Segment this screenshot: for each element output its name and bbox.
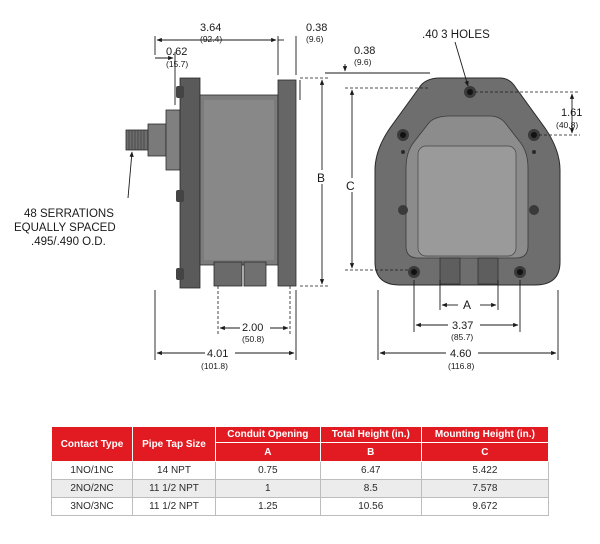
dim-letter-c: C	[346, 179, 355, 193]
col-pipe-tap-size: Pipe Tap Size	[132, 426, 216, 462]
col-mounting-height: Mounting Height (in.)	[420, 426, 550, 443]
dim-4-60: 4.60	[450, 348, 471, 360]
holes-callout: .40 3 HOLES	[422, 29, 490, 41]
cell-total-height: 10.56	[319, 497, 422, 516]
cell-mounting-height: 9.672	[420, 497, 550, 516]
dim-0-38-right: 0.38	[354, 45, 375, 57]
dim-0-62-mm: (15.7)	[166, 59, 188, 69]
col-letter-b: B	[319, 442, 422, 462]
col-conduit-opening: Conduit Opening	[215, 426, 321, 443]
dim-3-64-mm: (92.4)	[200, 34, 222, 44]
table-row: 3NO/3NC 11 1/2 NPT 1.25 10.56 9.672	[51, 497, 550, 516]
side-view	[125, 77, 301, 289]
table-row: 2NO/2NC 11 1/2 NPT 1 8.5 7.578	[51, 479, 550, 498]
cell-contact-type: 1NO/1NC	[51, 461, 133, 480]
cell-conduit: 0.75	[215, 461, 321, 480]
col-letter-c: C	[420, 442, 550, 462]
cell-mounting-height: 5.422	[420, 461, 550, 480]
dim-letter-a: A	[463, 298, 471, 312]
dim-3-37: 3.37	[452, 320, 473, 332]
serrations-line-3: .495/.490 O.D.	[31, 236, 106, 248]
dim-0-38-top: 0.38	[306, 22, 327, 34]
cell-conduit: 1.25	[215, 497, 321, 516]
dim-4-01: 4.01	[207, 348, 228, 360]
cell-total-height: 6.47	[319, 461, 422, 480]
cell-total-height: 8.5	[319, 479, 422, 498]
specifications-table: Contact Type Pipe Tap Size Conduit Openi…	[51, 426, 550, 516]
technical-drawing: 3.64 (92.4) 0.38 (9.6) 0.62 (15.7) 0.38 …	[14, 22, 582, 371]
dim-4-01-mm: (101.8)	[201, 361, 228, 371]
cell-contact-type: 3NO/3NC	[51, 497, 133, 516]
dim-3-64: 3.64	[200, 22, 221, 34]
dim-1-61-mm: (40,8)	[556, 120, 578, 130]
serrations-line-1: 48 SERRATIONS	[24, 208, 114, 220]
cell-pipe-tap: 14 NPT	[132, 461, 216, 480]
dim-0-38-top-mm: (9.6)	[306, 34, 324, 44]
col-letter-a: A	[215, 442, 321, 462]
dim-letter-b: B	[317, 171, 325, 185]
dim-2-00-mm: (50.8)	[242, 334, 264, 344]
dim-0-62: 0.62	[166, 46, 187, 58]
cell-pipe-tap: 11 1/2 NPT	[132, 497, 216, 516]
front-view	[374, 77, 561, 286]
cell-mounting-height: 7.578	[420, 479, 550, 498]
dim-1-61: 1.61	[561, 107, 582, 119]
col-contact-type: Contact Type	[51, 426, 133, 462]
col-total-height: Total Height (in.)	[319, 426, 422, 443]
cell-contact-type: 2NO/2NC	[51, 479, 133, 498]
dim-4-60-mm: (116.8)	[448, 361, 474, 371]
table-row: 1NO/1NC 14 NPT 0.75 6.47 5.422	[51, 461, 550, 480]
dim-3-37-mm: (85.7)	[451, 332, 473, 342]
cell-pipe-tap: 11 1/2 NPT	[132, 479, 216, 498]
cell-conduit: 1	[215, 479, 321, 498]
dim-0-38-right-mm: (9.6)	[354, 57, 372, 67]
dim-2-00: 2.00	[242, 322, 263, 334]
serrations-line-2: EQUALLY SPACED	[14, 222, 116, 234]
